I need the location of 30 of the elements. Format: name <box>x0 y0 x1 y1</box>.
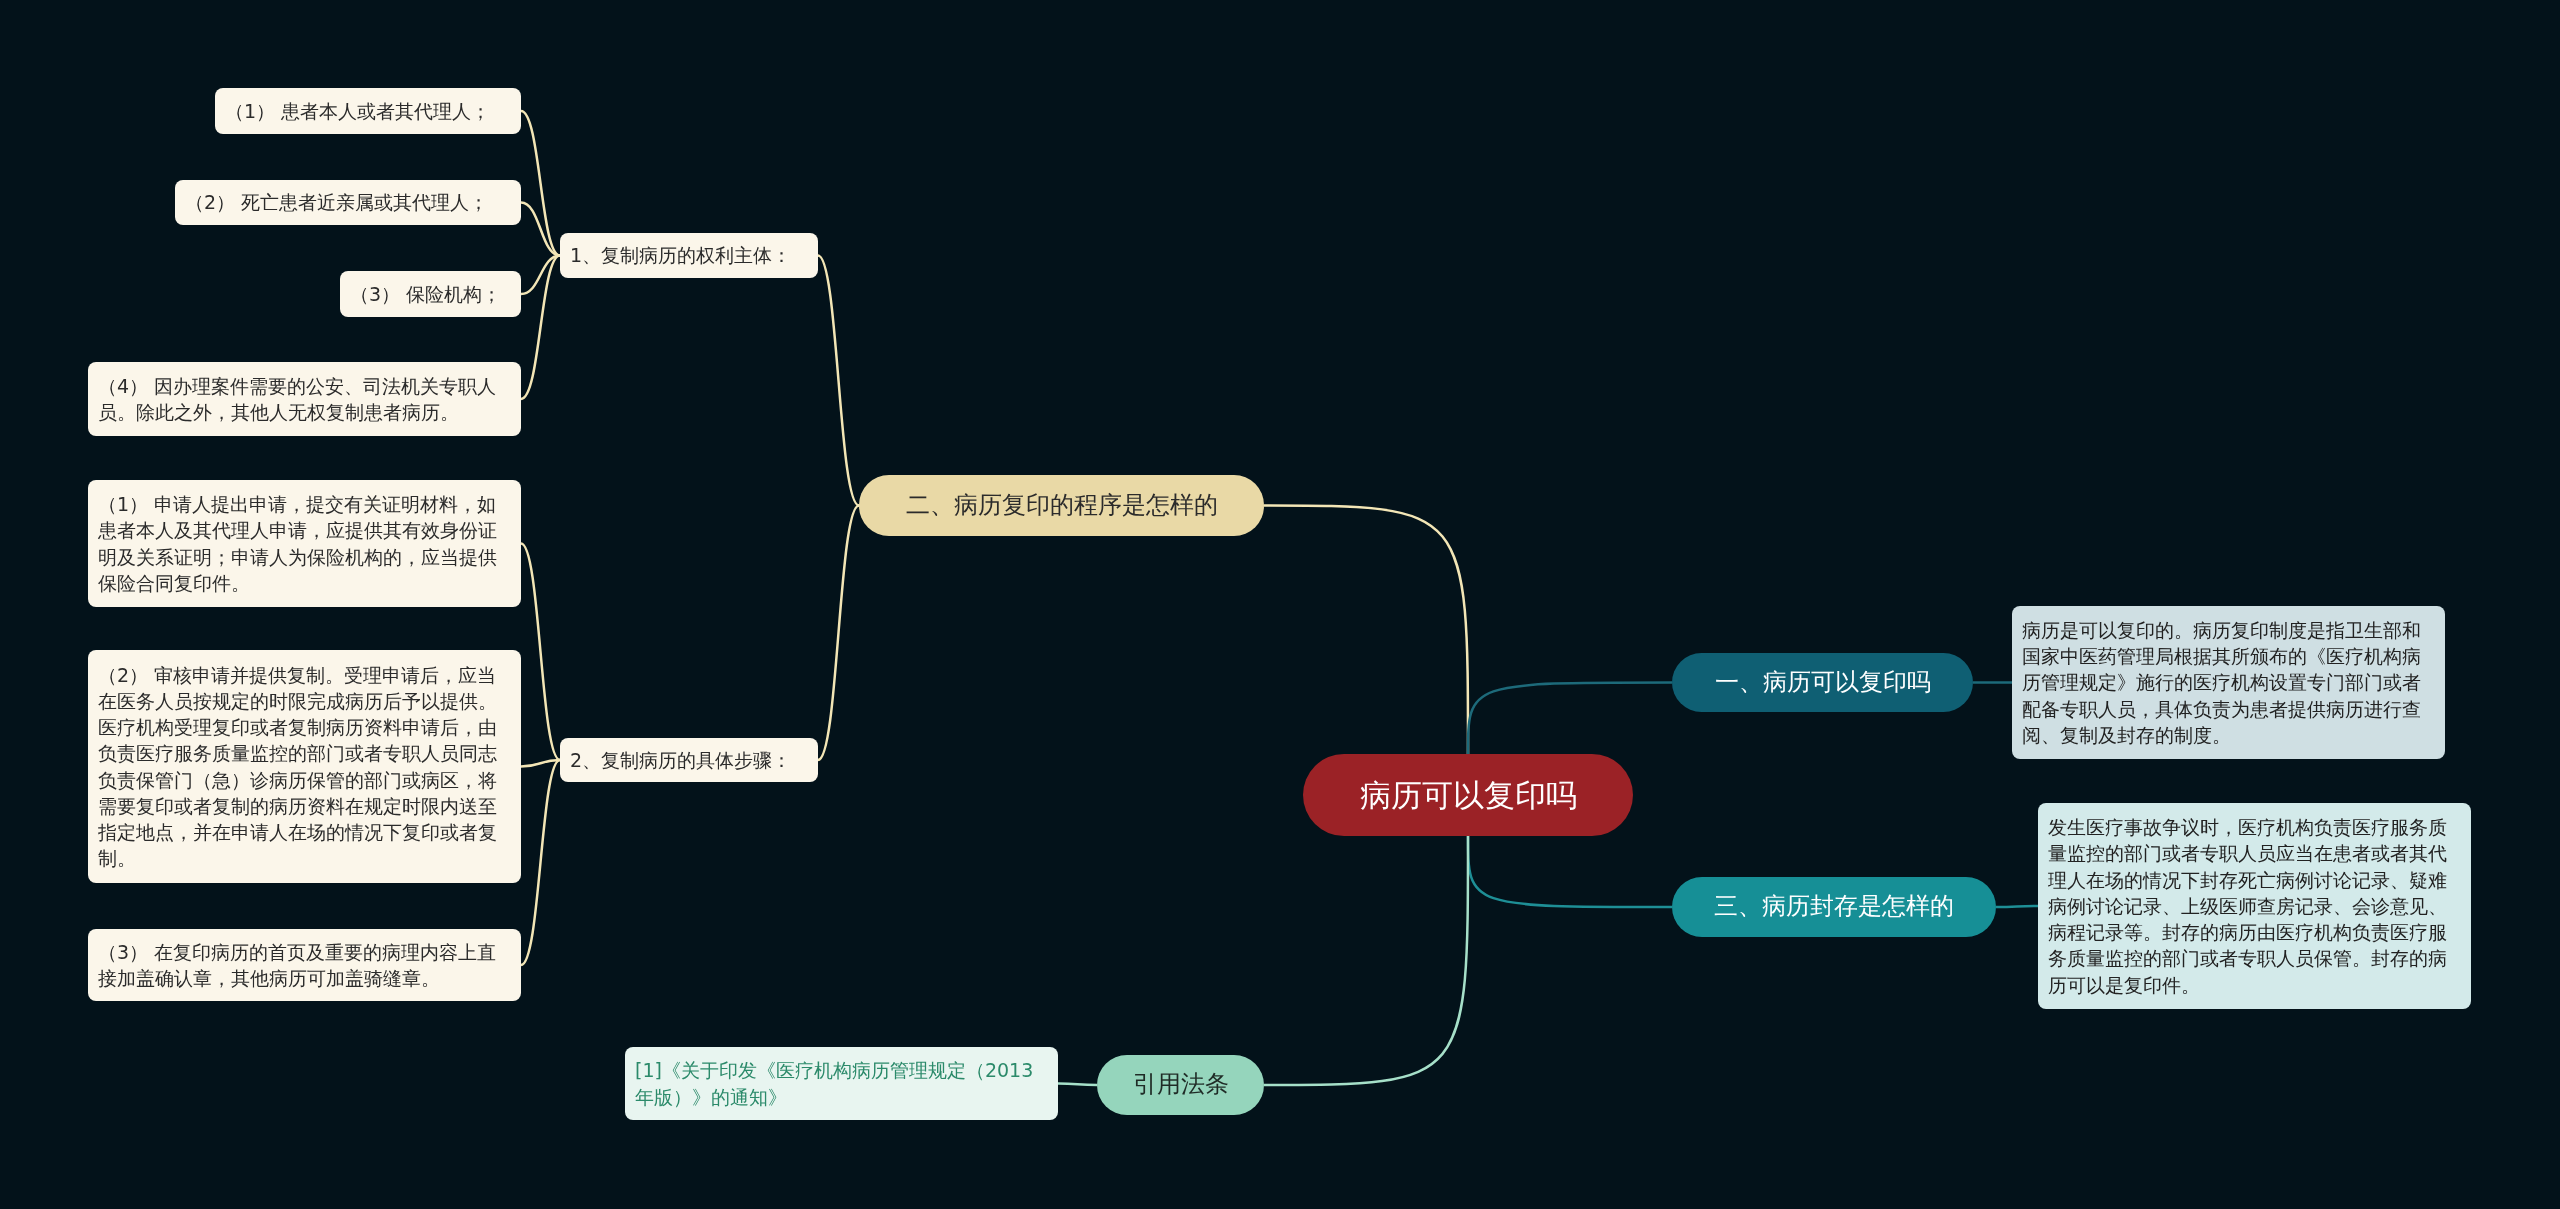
connector-line <box>520 109 561 257</box>
connector-line <box>1466 681 1672 754</box>
text-card: 病历是可以复印的。病历复印制度是指卫生部和国家中医药管理局根据其所颁布的《医疗机构病历管理规定》施行的医疗机构设置专门部门或者配备专职人员，具体负责为患者提供病历进行查阅、复制及封存的制度。 <box>2012 606 2445 759</box>
connector-line <box>520 758 561 768</box>
text-card: （1） 患者本人或者其代理人； <box>215 88 521 134</box>
text-card: （3） 保险机构； <box>340 271 521 317</box>
text-card: （1） 申请人提出申请，提交有关证明材料，如患者本人及其代理人申请，应提供其有效身份证明及关系证明；申请人为保险机构的，应当提供保险合同复印件。 <box>88 480 521 607</box>
subtopic-box: 1、复制病历的权利主体： <box>560 233 818 278</box>
connector-line <box>520 201 561 257</box>
connector-line <box>1058 1082 1097 1087</box>
topic-box: 一、病历可以复印吗 <box>1672 653 1973 712</box>
text-card: （4） 因办理案件需要的公安、司法机关专职人员。除此之外，其他人无权复制患者病历。 <box>88 362 521 436</box>
text-card: （2） 死亡患者近亲属或其代理人； <box>175 180 521 225</box>
central-topic: 病历可以复印吗 <box>1303 754 1633 836</box>
connector-line <box>817 254 860 507</box>
subtopic-box: 2、复制病历的具体步骤： <box>560 738 818 782</box>
connector-line <box>1973 681 2012 684</box>
topic-box: 二、病历复印的程序是怎样的 <box>859 475 1264 536</box>
topic-box: 三、病历封存是怎样的 <box>1672 877 1996 937</box>
connector-line <box>520 254 561 401</box>
connector-line <box>817 504 860 761</box>
connector-line <box>520 759 561 966</box>
reference-card: [1]《关于印发《医疗机构病历管理规定（2013年版）》的通知》 <box>625 1047 1058 1120</box>
topic-box: 引用法条 <box>1097 1055 1264 1115</box>
connector-line <box>1996 904 2038 909</box>
text-card: （3） 在复印病历的首页及重要的病理内容上直接加盖确认章，其他病历可加盖骑缝章。 <box>88 929 521 1001</box>
text-card: （2） 审核申请并提供复制。受理申请后，应当在医务人员按规定的时限完成病历后予以提供。医疗机构受理复印或者复制病历资料申请后，由负责医疗服务质量监控的部门或者专职人员同志负责保管门（急）诊病历保管的部门或病区，将需要复印或者复制的病历资料在规定时限内送至指定地点，并在申请人在场的情况下复印或者复制。 <box>88 650 521 883</box>
text-card: 发生医疗事故争议时，医疗机构负责医疗服务质量监控的部门或者专职人员应当在患者或者其代理人在场的情况下封存死亡病例讨论记录、疑难病例讨论记录、上级医师查房记录、会诊意见、病程记录等。封存的病历由医疗机构负责医疗服务质量监控的部门或者专职人员保管。封存的病历可以是复印件。 <box>2038 803 2471 1009</box>
connector-line <box>1264 836 1470 1087</box>
connector-line <box>520 542 561 761</box>
